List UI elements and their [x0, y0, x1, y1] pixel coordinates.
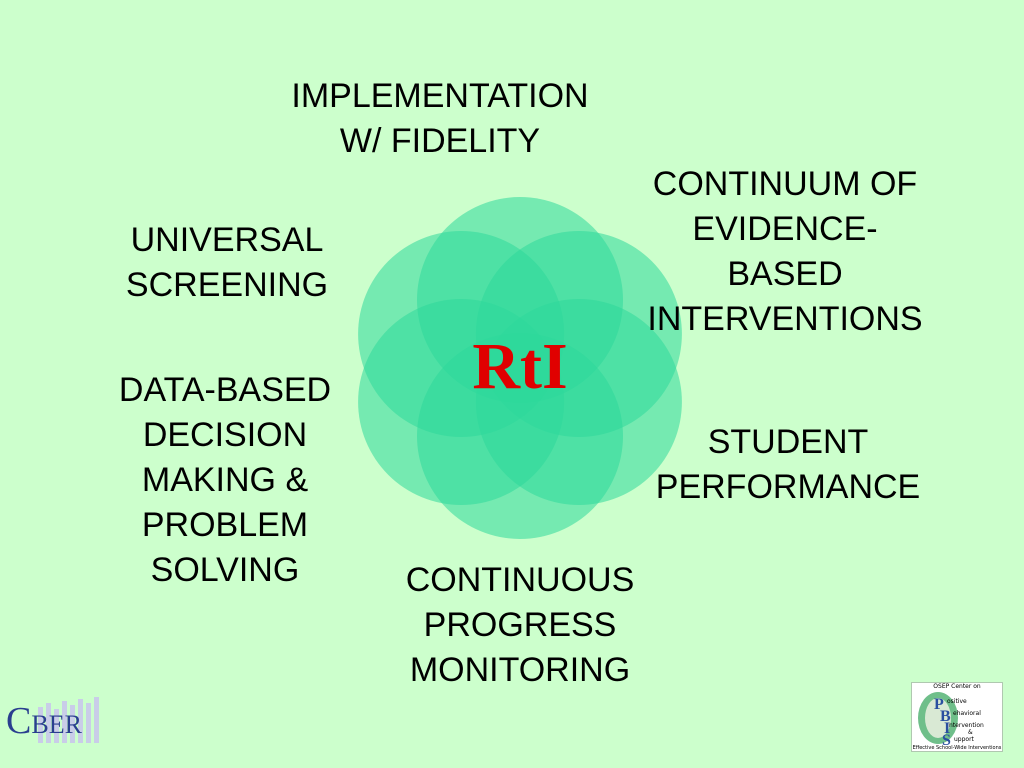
pbis-top-text: OSEP Center on [933, 683, 981, 690]
cber-bars-icon [38, 697, 99, 743]
label-line: MONITORING [409, 651, 631, 689]
svg-text:B: B [940, 708, 951, 725]
label-line: PROBLEM [141, 506, 309, 544]
label-implementation-fidelity: IMPLEMENTATION W/ FIDELITY [240, 74, 640, 164]
pbis-emblem-icon: P B I S ositive ehavioral ntervention & … [918, 692, 984, 745]
svg-text:S: S [942, 732, 951, 745]
label-universal-screening: UNIVERSAL SCREENING [82, 218, 372, 308]
cber-rest-letters: BER [31, 710, 82, 739]
label-line: UNIVERSAL [130, 221, 324, 259]
label-line: MAKING & [141, 461, 309, 499]
label-line: DECISION [142, 416, 308, 454]
label-progress-monitoring: CONTINUOUS PROGRESS MONITORING [355, 558, 685, 693]
svg-text:ntervention: ntervention [949, 722, 984, 729]
svg-text:I: I [944, 720, 950, 737]
label-line: SOLVING [150, 551, 300, 589]
label-line: CONTINUOUS [405, 561, 635, 599]
label-line: CONTINUUM OF [652, 165, 918, 203]
cber-logo: CBER [0, 695, 104, 743]
label-line: PERFORMANCE [655, 468, 921, 506]
svg-text:ehavioral: ehavioral [953, 710, 981, 717]
pbis-logo: OSEP Center on P B I S ositive ehavioral… [911, 682, 1003, 752]
label-line: STUDENT [707, 423, 869, 461]
svg-text:&: & [968, 729, 973, 736]
label-line: PROGRESS [423, 606, 617, 644]
label-student-performance: STUDENT PERFORMANCE [612, 420, 964, 510]
label-line: SCREENING [125, 266, 329, 304]
label-data-based-decision: DATA-BASED DECISION MAKING & PROBLEM SOL… [80, 368, 370, 593]
label-line: IMPLEMENTATION [291, 77, 589, 115]
label-line: W/ FIDELITY [339, 122, 541, 160]
label-line: BASED [727, 255, 843, 293]
svg-text:ositive: ositive [947, 698, 967, 705]
petal-upper-left [358, 231, 565, 437]
pbis-bottom-text: Effective School-Wide Interventions [912, 745, 1002, 751]
cber-big-letter: C [6, 700, 32, 742]
label-line: DATA-BASED [118, 371, 332, 409]
label-continuum-interventions: CONTINUUM OF EVIDENCE- BASED INTERVENTIO… [605, 162, 965, 342]
rti-center-label: RtI [472, 330, 568, 403]
svg-text:upport: upport [954, 736, 975, 743]
label-line: INTERVENTIONS [647, 300, 923, 338]
label-line: EVIDENCE- [692, 210, 878, 248]
cber-logo-text: CBER [6, 699, 82, 747]
svg-text:P: P [934, 696, 944, 713]
